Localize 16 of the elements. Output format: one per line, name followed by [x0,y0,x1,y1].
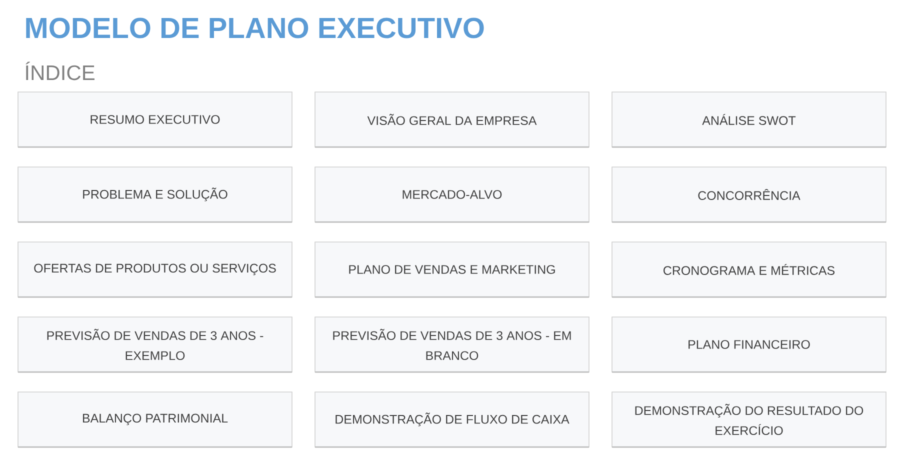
section-button: DEMONSTRAÇÃO DE FLUXO DE CAIXA [314,392,590,448]
section-button: CONCORRÊNCIA [612,166,886,223]
section-button: PROBLEMA E SOLUÇÃO [18,166,292,223]
page-title: MODELO DE PLANO EXECUTIVO [26,18,484,38]
section-button: BALANÇO PATRIMONIAL [18,392,292,448]
section-button: OFERTAS DE PRODUTOS OU SERVIÇOS [18,242,292,298]
section-button: DEMONSTRAÇÃO DO RESULTADO DO EXERCÍCIO [612,392,886,448]
section-button: PLANO DE VENDAS E MARKETING [314,242,590,298]
section-button: ANÁLISE SWOT [612,92,886,148]
section-button: CRONOGRAMA E MÉTRICAS [612,242,886,298]
section-button: PREVISÃO DE VENDAS DE 3 ANOS - EXEMPLO [18,316,292,373]
section-button: MERCADO-ALVO [314,166,590,223]
section-button: PREVISÃO DE VENDAS DE 3 ANOS - EM BRANCO [314,316,590,373]
section-button: VISÃO GERAL DA EMPRESA [314,92,590,148]
section-button: RESUMO EXECUTIVO [18,92,292,148]
section-button: PLANO FINANCEIRO [612,316,886,373]
